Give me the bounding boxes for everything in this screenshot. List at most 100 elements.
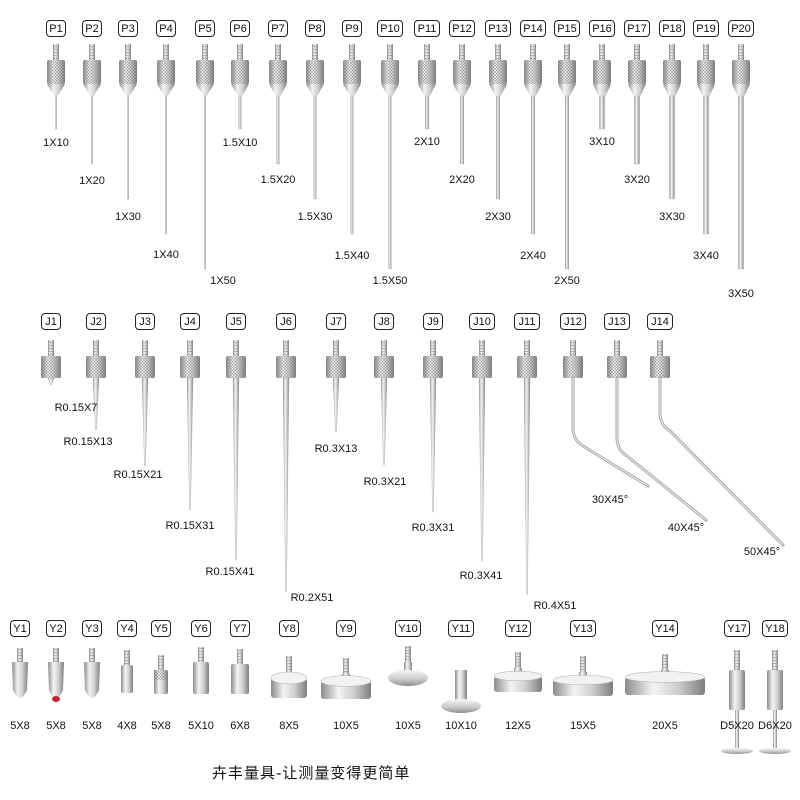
needle-j13-thread xyxy=(614,340,620,356)
needle-j3-needle xyxy=(141,377,149,467)
item-size-y8: 8X5 xyxy=(279,720,299,732)
probe-p3-shaft xyxy=(127,95,129,200)
item-size-y11: 10X10 xyxy=(445,720,477,732)
probe-p9-thread xyxy=(349,44,355,60)
probe-p7-shaft xyxy=(276,95,280,165)
item-code-p6: P6 xyxy=(230,20,250,37)
item-size-y9: 10X5 xyxy=(333,720,359,732)
item-code-p13: P13 xyxy=(485,20,511,37)
needle-j10-thread xyxy=(479,340,485,356)
item-code-y6: Y6 xyxy=(191,620,211,637)
needle-j4-thread xyxy=(187,340,193,356)
item-size-p5: 1X50 xyxy=(210,275,236,287)
item-size-p4: 1X40 xyxy=(153,249,179,261)
item-size-p9: 1.5X40 xyxy=(334,250,370,262)
probe-p17-thread xyxy=(634,44,640,60)
needle-j5-thread xyxy=(233,340,239,356)
item-size-p20: 3X50 xyxy=(728,288,754,300)
item-size-y18: D6X20 xyxy=(758,720,792,732)
probe-p2-shaft xyxy=(91,95,93,165)
probe-p9-shaft xyxy=(350,95,354,235)
tip-y1-body xyxy=(12,662,28,698)
item-size-y6: 5X10 xyxy=(188,720,214,732)
tip-y10-body xyxy=(388,670,428,686)
probe-p20-shaft xyxy=(738,95,744,270)
probe-p13-shaft xyxy=(496,95,500,200)
item-size-p16: 3X10 xyxy=(589,136,615,148)
item-size-p13: 2X30 xyxy=(485,211,511,223)
probe-p1-thread xyxy=(53,44,59,60)
needle-j2-needle xyxy=(92,377,100,431)
item-size-j14: 50X45° xyxy=(743,546,781,558)
item-size-y4: 4X8 xyxy=(117,720,137,732)
needle-j11-needle xyxy=(523,377,531,596)
tip-y12-thread xyxy=(515,652,521,668)
probe-p19-shaft xyxy=(703,95,709,235)
item-code-p3: P3 xyxy=(118,20,138,37)
item-code-j3: J3 xyxy=(135,313,155,330)
item-code-j6: J6 xyxy=(276,313,296,330)
item-code-p15: P15 xyxy=(554,20,580,37)
needle-j11-thread xyxy=(524,340,530,356)
item-code-y11: Y11 xyxy=(448,620,474,637)
item-size-y2: 5X8 xyxy=(46,720,66,732)
item-code-y9: Y9 xyxy=(336,620,356,637)
tip-y7-body xyxy=(231,664,249,694)
item-code-p8: P8 xyxy=(305,20,325,37)
needle-j14-needle xyxy=(658,376,785,547)
item-code-j5: J5 xyxy=(226,313,246,330)
needle-j9-thread xyxy=(430,340,436,356)
item-code-y17: Y17 xyxy=(724,620,750,637)
probe-p14-shaft xyxy=(531,95,535,235)
tip-y18-thread xyxy=(772,650,778,670)
item-size-p10: 1.5X50 xyxy=(372,275,408,287)
item-code-j10: J10 xyxy=(469,313,495,330)
item-size-y17: D5X20 xyxy=(720,720,754,732)
item-size-y7: 6X8 xyxy=(230,720,250,732)
item-code-p20: P20 xyxy=(728,20,754,37)
probe-p14-thread xyxy=(530,44,536,60)
tip-y18-body xyxy=(767,670,783,710)
needle-j10-needle xyxy=(478,377,486,562)
probe-p6-thread xyxy=(237,44,243,60)
probe-p18-thread xyxy=(669,44,675,60)
item-code-y12: Y12 xyxy=(505,620,531,637)
item-code-j14: J14 xyxy=(647,313,673,330)
probe-p17-shaft xyxy=(634,95,640,165)
tip-y2-body xyxy=(48,662,64,698)
probe-p4-shaft xyxy=(165,95,167,235)
item-code-p9: P9 xyxy=(342,20,362,37)
probe-p15-shaft xyxy=(565,95,569,270)
item-code-y7: Y7 xyxy=(230,620,250,637)
item-size-y13: 15X5 xyxy=(570,720,596,732)
item-size-p8: 1.5X30 xyxy=(297,211,333,223)
item-code-p17: P17 xyxy=(624,20,650,37)
item-code-p5: P5 xyxy=(195,20,215,37)
item-code-y8: Y8 xyxy=(279,620,299,637)
item-size-y5: 5X8 xyxy=(151,720,171,732)
probe-p2-thread xyxy=(89,44,95,60)
tip-y8-thread xyxy=(286,656,292,672)
item-size-j9: R0.3X31 xyxy=(411,522,455,534)
probe-p1-shaft xyxy=(55,95,57,130)
tip-y10-thread xyxy=(405,646,411,662)
probe-p19-thread xyxy=(703,44,709,60)
item-code-y4: Y4 xyxy=(117,620,137,637)
probe-p5-shaft xyxy=(204,95,206,270)
probe-p5-thread xyxy=(202,44,208,60)
tip-y1-thread xyxy=(17,648,23,662)
item-size-p1: 1X10 xyxy=(43,137,69,149)
item-code-p1: P1 xyxy=(46,20,66,37)
item-code-j11: J11 xyxy=(514,313,540,330)
needle-j1-needle xyxy=(47,377,55,386)
needle-j4-needle xyxy=(186,377,194,511)
probe-p16-thread xyxy=(599,44,605,60)
item-code-p7: P7 xyxy=(268,20,288,37)
item-code-y10: Y10 xyxy=(395,620,421,637)
probe-p18-shaft xyxy=(669,95,675,200)
probe-p12-thread xyxy=(459,44,465,60)
probe-p10-thread xyxy=(387,44,393,60)
needle-j8-thread xyxy=(381,340,387,356)
